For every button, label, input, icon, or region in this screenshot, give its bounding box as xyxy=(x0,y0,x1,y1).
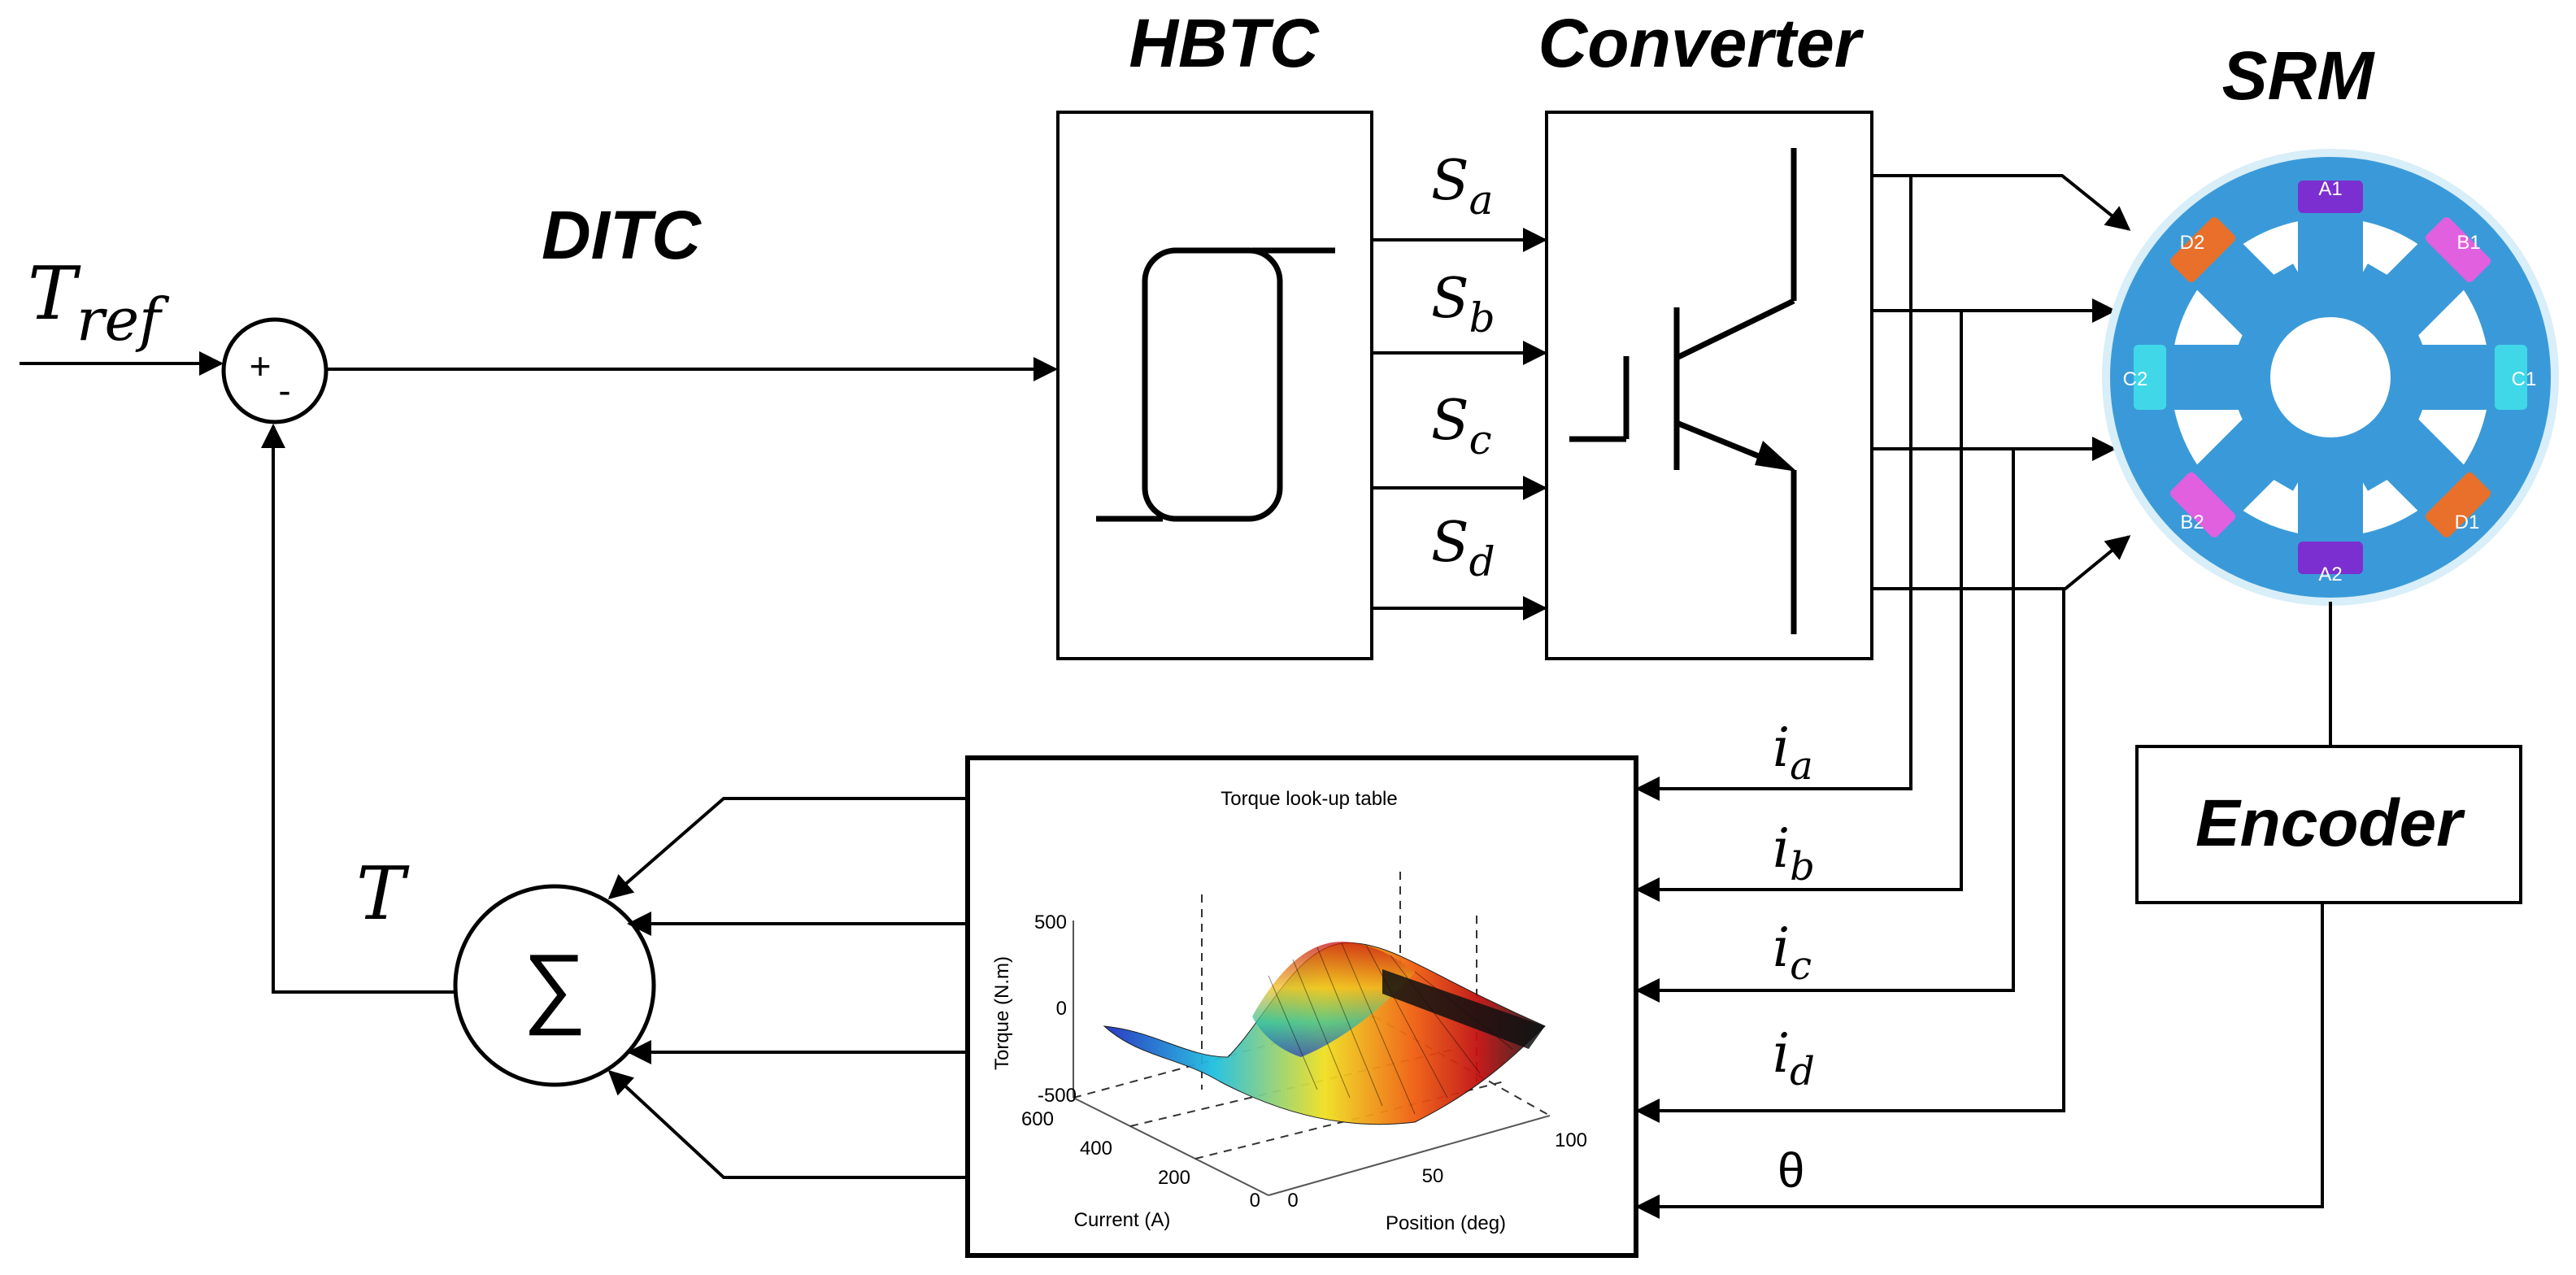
current-tick-0: 0 xyxy=(1250,1190,1260,1212)
z-tick-500: 500 xyxy=(1034,912,1067,933)
hbtc-block xyxy=(1056,111,1373,660)
tref-label: Tref xyxy=(28,251,170,354)
position-tick-50: 50 xyxy=(1422,1165,1444,1187)
pole-b2: B2 xyxy=(2180,511,2204,533)
switch-signal-sc: Sc xyxy=(1431,389,1492,463)
torque-sum-block xyxy=(453,884,656,1087)
switch-signal-sa: Sa xyxy=(1431,149,1493,224)
encoder-label: Encoder xyxy=(2195,786,2465,860)
encoder-block xyxy=(2135,745,2522,904)
pole-a2: A2 xyxy=(2318,564,2342,585)
torque-axis-label: Torque (N.m) xyxy=(991,956,1013,1070)
converter-block xyxy=(1545,111,1873,660)
lookup-to-sum-arrows xyxy=(607,797,966,1179)
switch-signal-sb: Sb xyxy=(1431,267,1495,342)
torque-surface-plot: 500 0 -500 600 400 200 0 0 50 100 Torque… xyxy=(991,872,1587,1234)
pole-b1: B1 xyxy=(2456,232,2480,254)
current-ia: ia xyxy=(1773,716,1813,789)
theta-feedback-line xyxy=(1635,903,2324,1219)
transistor-icon xyxy=(1569,148,1797,634)
sigma-symbol: ∑ xyxy=(523,936,586,1036)
theta-label: θ xyxy=(1778,1143,1804,1198)
current-tick-200: 200 xyxy=(1158,1167,1190,1189)
current-ic: ic xyxy=(1773,916,1812,989)
current-id: id xyxy=(1773,1022,1815,1094)
converter-title: Converter xyxy=(1538,5,1865,81)
sum-plus-sign: + xyxy=(250,345,272,387)
pole-c1: C1 xyxy=(2512,368,2537,390)
z-tick-0: 0 xyxy=(1056,998,1067,1020)
torque-feedback-label: T xyxy=(356,851,410,937)
switch-signal-sd: Sd xyxy=(1431,511,1495,585)
transistor-emitter-arrowhead xyxy=(1755,441,1797,472)
hbtc-title: HBTC xyxy=(1129,5,1320,81)
torque-feedback-line xyxy=(261,424,455,994)
pole-d1: D1 xyxy=(2455,511,2480,533)
motor-coils xyxy=(2134,181,2527,574)
ditc-title: DITC xyxy=(542,197,702,273)
current-axis-label: Current (A) xyxy=(1074,1209,1171,1231)
position-tick-100: 100 xyxy=(1555,1129,1587,1151)
current-tick-400: 400 xyxy=(1080,1138,1112,1160)
srm-title: SRM xyxy=(2222,37,2376,114)
srm-motor: A1 B1 C1 D1 A2 B2 C2 D2 xyxy=(2102,149,2559,606)
hysteresis-icon xyxy=(1096,247,1335,522)
summing-junction xyxy=(221,317,329,424)
pole-d2: D2 xyxy=(2180,232,2205,254)
phase-connections xyxy=(1635,174,2131,1123)
switch-signal-arrows xyxy=(1373,228,1547,620)
sum-minus-sign: - xyxy=(278,369,290,411)
z-tick-minus500: -500 xyxy=(1038,1085,1077,1107)
lookup-title: Torque look-up table xyxy=(1221,788,1397,810)
current-tick-600: 600 xyxy=(1021,1108,1054,1130)
position-axis-label: Position (deg) xyxy=(1386,1212,1506,1234)
pole-a1: A1 xyxy=(2318,178,2342,200)
pole-c2: C2 xyxy=(2123,368,2148,390)
current-ib: ib xyxy=(1773,817,1815,890)
position-tick-0: 0 xyxy=(1287,1190,1298,1212)
